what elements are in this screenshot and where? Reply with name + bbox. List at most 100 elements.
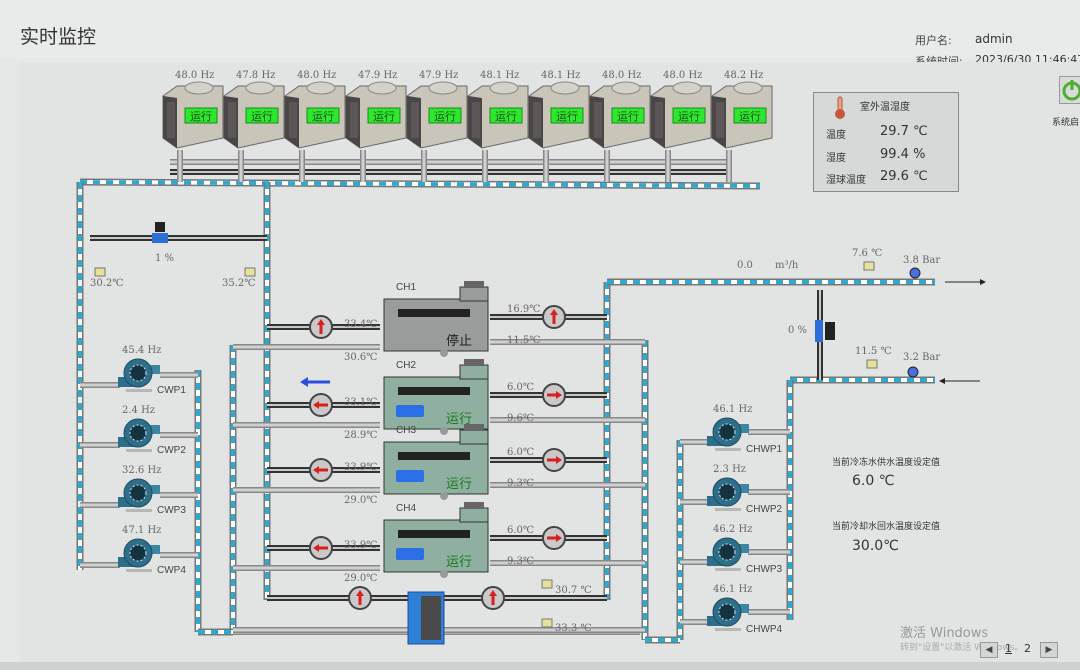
cw-supply-temp: 30.2℃ — [90, 278, 124, 289]
chilled-pump-1-name[interactable]: CHWP1 — [746, 444, 783, 455]
tower-fan-icon — [367, 81, 397, 95]
cooling-pump-1-frequency: 45.4 Hz — [122, 345, 162, 356]
bypass-valve-right-opening: 0 % — [788, 325, 808, 336]
chiller-1-cond-valve — [309, 315, 333, 339]
cooling-tower-10: 运行 — [711, 81, 773, 149]
chiller-3-cond-valve — [309, 458, 333, 482]
chilled-pump-1-icon — [707, 417, 749, 451]
tower-fan-icon — [550, 81, 580, 95]
power-icon — [1062, 80, 1080, 101]
chilled-pump-4-name[interactable]: CHWP4 — [746, 624, 783, 635]
cooling-tower-6: 运行 — [467, 81, 529, 149]
cooling-tower-4: 运行 — [345, 81, 407, 149]
tower-status-text: 运行 — [556, 110, 578, 123]
tower-3-frequency: 48.0 Hz — [297, 70, 337, 81]
chiller-1-name[interactable]: CH1 — [396, 282, 417, 293]
user-label: 用户名: — [915, 34, 952, 47]
chiller-4-evap-out-temp: 6.0℃ — [507, 525, 535, 536]
tower-status-text: 运行 — [373, 110, 395, 123]
tower-7-frequency: 48.1 Hz — [541, 70, 581, 81]
activation-watermark-title: 激活 Windows — [900, 626, 989, 641]
return-temp-sensor — [866, 359, 878, 369]
supply-temp-sensor — [863, 261, 875, 271]
chiller-3-name[interactable]: CH3 — [396, 425, 417, 436]
system-power-button[interactable] — [1059, 76, 1080, 104]
tower-10-frequency: 48.2 Hz — [724, 70, 764, 81]
tower-status-badge — [489, 107, 523, 124]
tower-status-badge — [611, 107, 645, 124]
cooling-pump-2-icon — [118, 418, 160, 452]
activation-watermark-text: 转到"设置"以激活 Windows。 — [900, 643, 1024, 653]
page-title: 实时监控 — [20, 26, 97, 48]
pager-next-button[interactable]: ▶ — [1040, 642, 1058, 658]
cooling-tower-8: 运行 — [589, 81, 651, 149]
return-pressure-gauge-icon — [907, 366, 919, 378]
temperature-value: 29.7 ℃ — [880, 124, 928, 139]
chiller-2-cond-in-temp: 33.1℃ — [344, 397, 378, 408]
thermometer-icon — [835, 96, 845, 119]
chiller-ch3: 运行 — [383, 424, 489, 500]
chiller-3-level-indicator — [396, 470, 424, 482]
tower-status-text: 运行 — [617, 110, 639, 123]
tower-2-frequency: 47.8 Hz — [236, 70, 276, 81]
cooling-tower-2: 运行 — [223, 81, 285, 149]
supply-flow-unit: m³/h — [775, 260, 799, 271]
weather-title: 室外温湿度 — [860, 102, 910, 113]
tower-fan-icon — [306, 81, 336, 95]
chilled-pump-3-frequency: 46.2 Hz — [713, 524, 753, 535]
cw-return-setpoint-label: 当前冷却水回水温度设定值 — [832, 522, 941, 532]
chiller-3-evap-in-temp: 9.3℃ — [507, 478, 535, 489]
chilled-pump-2-name[interactable]: CHWP2 — [746, 504, 783, 515]
pager-prev-button[interactable]: ◀ — [980, 642, 998, 658]
chiller-2-name[interactable]: CH2 — [396, 360, 417, 371]
temperature-label: 温度 — [826, 130, 846, 141]
tower-status-text: 运行 — [495, 110, 517, 123]
chilled-pump-3-name[interactable]: CHWP3 — [746, 564, 783, 575]
humidity-value: 99.4 % — [880, 147, 926, 162]
outdoor-weather-panel: 室外温湿度 温度 29.7 ℃ 湿度 99.4 % 湿球温度 29.6 ℃ — [813, 92, 959, 192]
hx-outlet-valve — [481, 586, 505, 610]
chiller-2-cond-out-temp: 28.9℃ — [344, 430, 378, 441]
pager-page-1[interactable]: 1 — [1005, 642, 1012, 655]
humidity-label: 湿度 — [826, 153, 846, 164]
tower-fan-icon — [672, 81, 702, 95]
chiller-1-evap-valve — [542, 305, 566, 329]
cooling-tower-9: 运行 — [650, 81, 712, 149]
pager-page-2[interactable]: 2 — [1024, 642, 1031, 655]
user-value: admin — [975, 32, 1013, 46]
hx-inlet-valve — [348, 586, 372, 610]
cooling-pump-4-name[interactable]: CWP4 — [157, 565, 186, 576]
cw-return-temp-sensor — [244, 267, 256, 277]
chiller-4-level-indicator — [396, 548, 424, 560]
chilled-pump-3-icon — [707, 537, 749, 571]
chiller-2-level-indicator — [396, 405, 424, 417]
hx-bottom-temp-sensor — [541, 618, 553, 628]
chiller-4-name[interactable]: CH4 — [396, 503, 417, 514]
cooling-pump-3-name[interactable]: CWP3 — [157, 505, 186, 516]
tower-status-badge — [306, 107, 340, 124]
cooling-pump-1-name[interactable]: CWP1 — [157, 385, 186, 396]
chiller-3-cond-in-temp: 33.9℃ — [344, 462, 378, 473]
cooling-pump-3-icon — [118, 478, 160, 512]
tower-status-text: 运行 — [678, 110, 700, 123]
header-bar: 实时监控 用户名: admin 系统时间: 2023/6/30 11:46:47 — [0, 0, 1080, 68]
chilled-pump-2-icon — [707, 477, 749, 511]
supply-temp: 7.6 ℃ — [852, 248, 883, 259]
tower-1-frequency: 48.0 Hz — [175, 70, 215, 81]
chiller-1-cond-in-temp: 33.4℃ — [344, 319, 378, 330]
cooling-pump-4-frequency: 47.1 Hz — [122, 525, 162, 536]
tower-status-text: 运行 — [190, 110, 212, 123]
cw-return-setpoint-value[interactable]: 30.0℃ — [852, 538, 899, 554]
tower-fan-icon — [245, 81, 275, 95]
cw-return-temp: 35.2℃ — [222, 278, 256, 289]
tower-status-text: 运行 — [739, 110, 761, 123]
supply-pressure-gauge-icon — [909, 267, 921, 279]
chilled-pump-1-frequency: 46.1 Hz — [713, 404, 753, 415]
chiller-2-evap-valve — [542, 383, 566, 407]
cooling-tower-5: 运行 — [406, 81, 468, 149]
tower-status-text: 运行 — [312, 110, 334, 123]
cooling-pump-2-name[interactable]: CWP2 — [157, 445, 186, 456]
chiller-2-evap-out-temp: 6.0℃ — [507, 382, 535, 393]
cooling-pump-1-icon — [118, 358, 160, 392]
chw-supply-setpoint-value[interactable]: 6.0 ℃ — [852, 473, 895, 489]
